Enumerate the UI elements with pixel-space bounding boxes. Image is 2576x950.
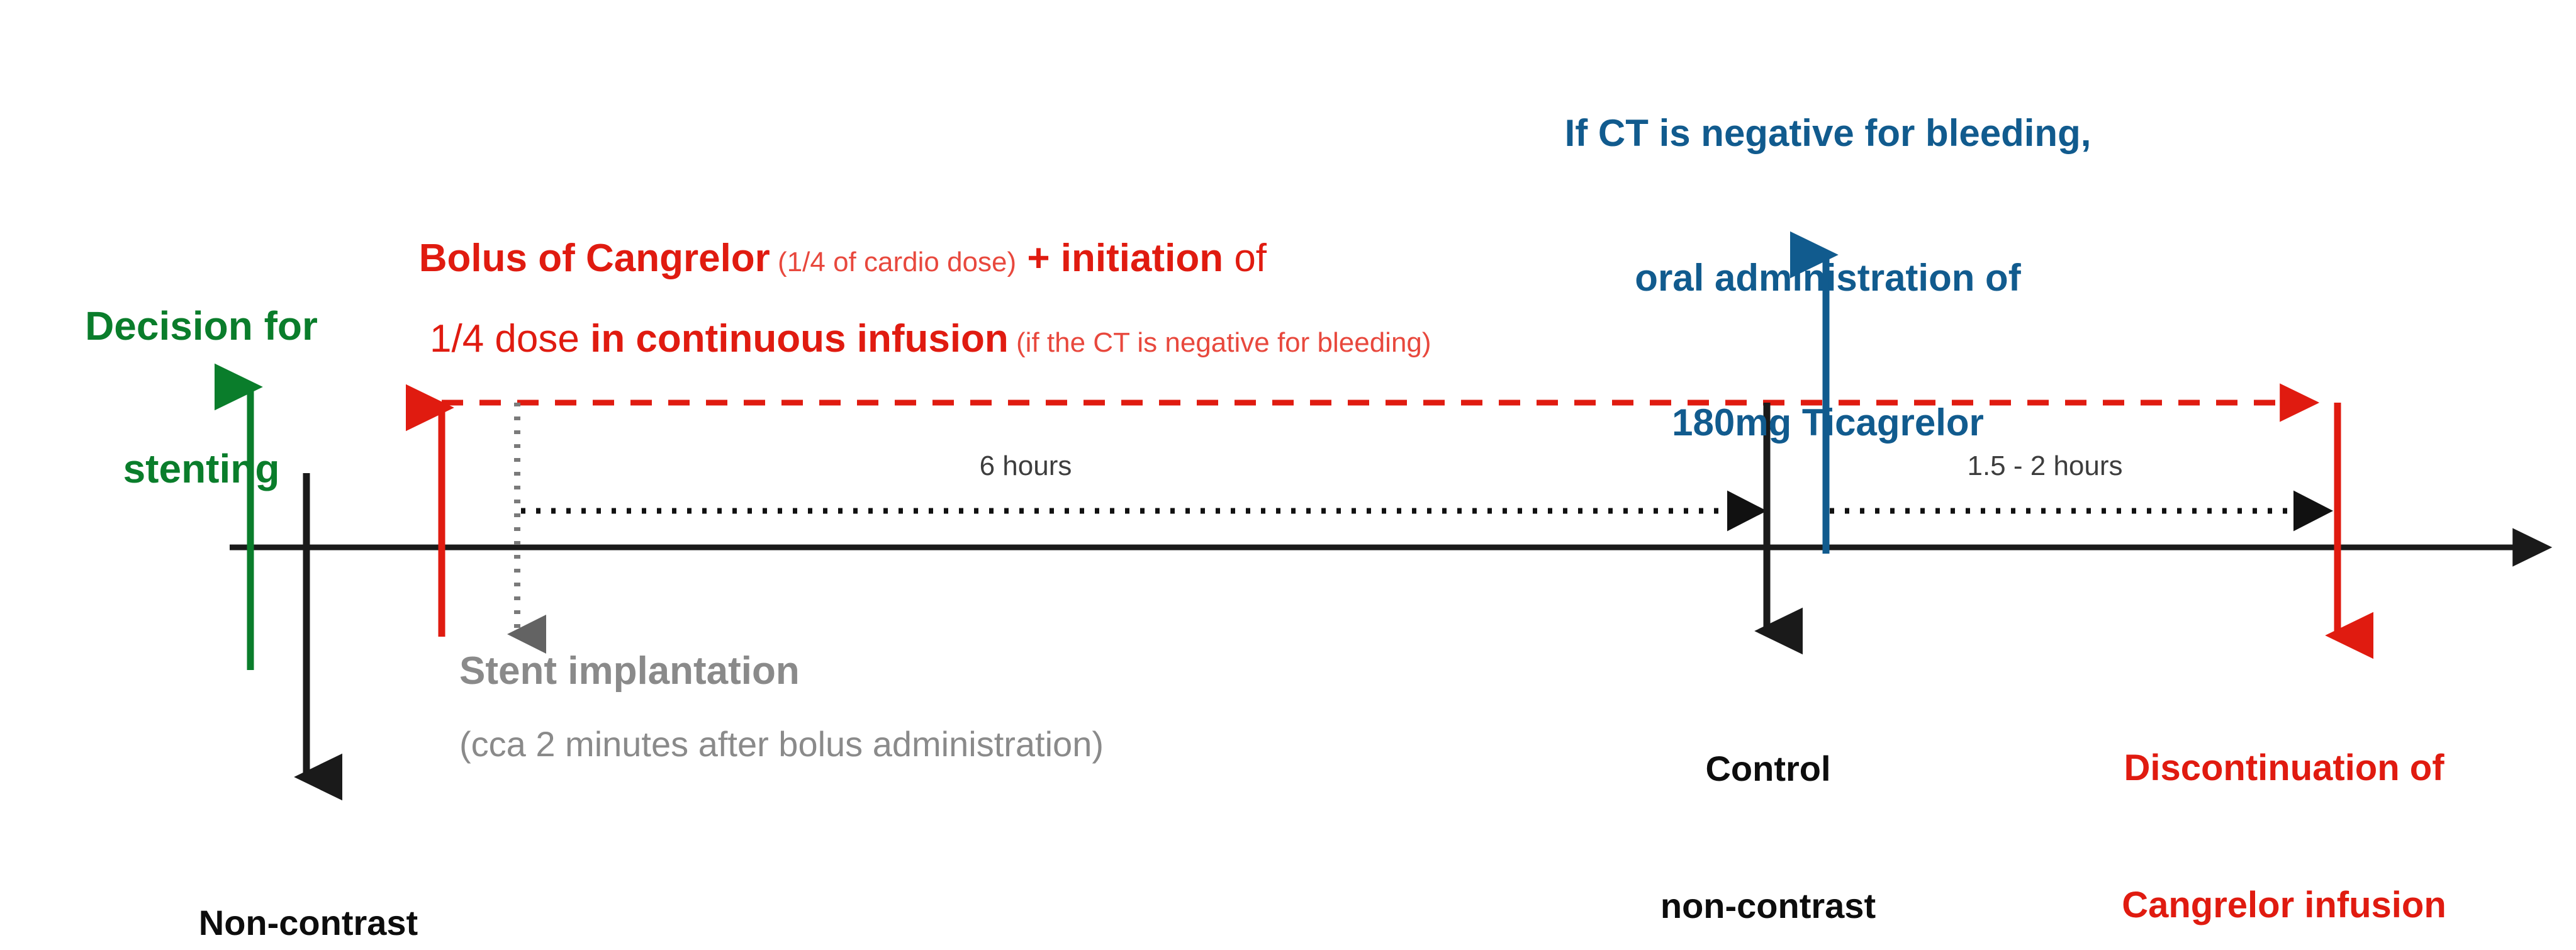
label-decision-line2: stenting bbox=[123, 445, 280, 491]
label-ticagrelor-line2: oral administration of bbox=[1635, 256, 2021, 299]
label-cangrelor-bolus-line2: 1/4 dose in continuous infusion (if the … bbox=[408, 304, 1431, 374]
cangrelor-bolus-dose-note: (1/4 of cardio dose) bbox=[770, 246, 1017, 277]
label-discontinuation-of-cangrelor: Discontinuation of Cangrelor infusion bbox=[2001, 654, 2567, 950]
cangrelor-infusion-condition: (if the CT is negative for bleeding) bbox=[1008, 327, 1431, 358]
label-control-ct-line1: Control bbox=[1705, 748, 1831, 788]
cangrelor-infusion-dose: 1/4 dose bbox=[418, 316, 580, 360]
label-six-hours: 6 hours bbox=[979, 450, 1072, 481]
label-stent-implantation-note: (cca 2 minutes after bolus administratio… bbox=[459, 724, 1104, 764]
label-ticagrelor-line3: 180mg Ticagrelor bbox=[1672, 401, 1984, 444]
label-discontinuation-line2: Cangrelor infusion bbox=[2122, 884, 2446, 925]
label-one-point-five-to-two-hours: 1.5 - 2 hours bbox=[1967, 450, 2123, 481]
label-cone-beam-line1: Non-contrast bbox=[198, 902, 418, 942]
label-ticagrelor: If CT is negative for bleeding, oral adm… bbox=[1441, 13, 2215, 544]
cangrelor-infusion-bold: in continuous infusion bbox=[579, 316, 1009, 360]
label-cangrelor-bolus-line1: Bolus of Cangrelor (1/4 of cardio dose) … bbox=[408, 223, 1267, 293]
label-non-contrast-cone-beam-ct: Non-contrast cone beam CT bbox=[107, 808, 510, 950]
label-discontinuation-line1: Discontinuation of bbox=[2124, 747, 2444, 788]
label-control-non-contrast-ct: Control non-contrast CT bbox=[1573, 654, 1963, 950]
label-control-ct-line2: non-contrast bbox=[1660, 885, 1876, 925]
cangrelor-bolus-of: of bbox=[1223, 236, 1267, 280]
label-decision-line1: Decision for bbox=[85, 303, 318, 349]
cangrelor-bolus-bold: Bolus of Cangrelor bbox=[418, 236, 770, 280]
label-decision-for-stenting: Decision for stenting bbox=[13, 208, 390, 588]
label-stent-implantation: Stent implantation bbox=[459, 649, 800, 693]
cangrelor-bolus-initiation: + initiation bbox=[1016, 236, 1224, 280]
label-ticagrelor-line1: If CT is negative for bleeding, bbox=[1564, 111, 2092, 154]
